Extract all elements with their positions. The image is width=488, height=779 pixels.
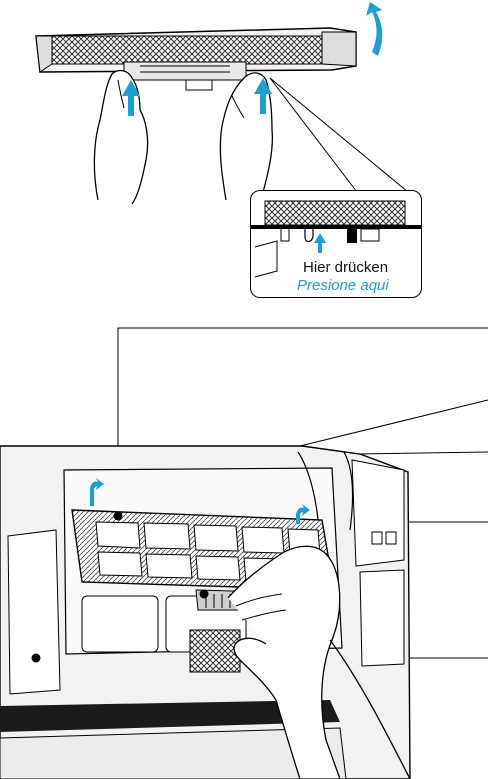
callout-label-de: Hier drücken	[303, 259, 388, 276]
press-here-callout: Hier drücken Presione aqui	[250, 190, 422, 298]
vent-grille	[190, 630, 240, 672]
filter-mesh-top	[52, 36, 322, 64]
left-hand-top	[94, 71, 147, 204]
pointer-dot-icon	[200, 590, 209, 599]
bottom-unit-scene	[0, 328, 488, 779]
top-filter-scene	[36, 2, 408, 204]
curved-arrow-icon	[366, 2, 382, 56]
pointer-dot-icon	[114, 512, 123, 521]
callout-label-pt: Presione aqui	[297, 277, 389, 294]
pointer-dot-icon	[32, 654, 41, 663]
up-arrow-icon	[314, 233, 326, 253]
callout-leader	[270, 78, 408, 196]
